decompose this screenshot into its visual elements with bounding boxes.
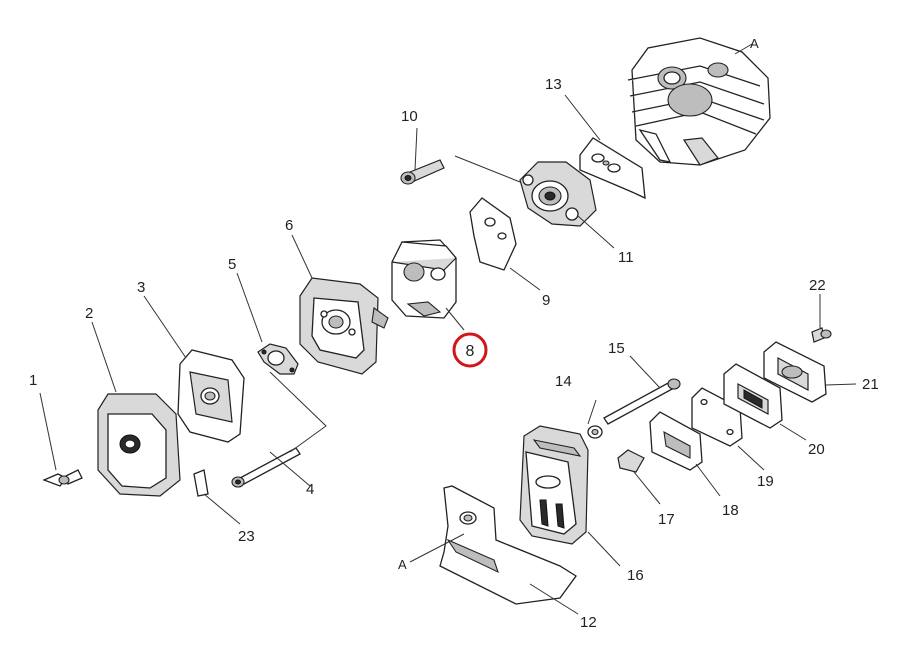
part-label-9[interactable]: 9: [542, 292, 550, 309]
part-label-4[interactable]: 4: [306, 481, 314, 498]
gasket-12-icon: [579, 137, 646, 200]
filter-mount-plate-5-icon: [257, 343, 299, 375]
exhaust-flange-20-icon: [723, 363, 783, 429]
part-label-23[interactable]: 23: [238, 528, 255, 545]
muffler-gasket-18-icon: [649, 411, 703, 471]
air-filter-3-icon: [177, 349, 245, 443]
part-label-5[interactable]: 5: [228, 256, 236, 273]
part-label-6[interactable]: 6: [285, 217, 293, 234]
heat-shield-13-icon: [439, 485, 577, 605]
washer-15-icon: [587, 425, 603, 439]
leader-lines: [39, 43, 857, 615]
intake-manifold-11-icon: [519, 161, 597, 227]
filter-foam-23-icon: [193, 469, 209, 497]
air-filter-base-6-icon: [299, 277, 389, 375]
screw-22-icon: [811, 327, 832, 343]
part-label-10[interactable]: 10: [401, 108, 418, 125]
long-bolt-16-icon: [603, 378, 681, 425]
cylinder-icon: [627, 37, 771, 166]
exhaust-plate-21-icon: [763, 341, 827, 403]
part-label-19[interactable]: 19: [757, 473, 774, 490]
part-label-1[interactable]: 1: [29, 372, 37, 389]
part-label-11[interactable]: 11: [618, 249, 634, 266]
ref-label-a-top: A: [750, 36, 759, 51]
part-label-14[interactable]: 16: [627, 567, 644, 584]
spark-screen-17-icon: [617, 449, 645, 473]
part-label-20[interactable]: 20: [808, 441, 825, 458]
insulator-gasket-9-icon: [469, 197, 517, 271]
ref-label-a-bottom: A: [398, 557, 407, 572]
muffler-14-icon: [519, 425, 589, 545]
air-filter-cover-2-icon: [97, 393, 181, 497]
highlight-part-8[interactable]: 8: [452, 332, 488, 368]
part-label-18[interactable]: 18: [722, 502, 739, 519]
part-label-3[interactable]: 3: [137, 279, 145, 296]
part-label-13[interactable]: 12: [580, 614, 597, 631]
highlight-ring: [452, 332, 488, 368]
long-bolt-4-icon: [231, 447, 301, 488]
part-label-22[interactable]: 22: [809, 277, 826, 294]
part-label-17[interactable]: 17: [658, 511, 675, 528]
wing-nut-1-icon: [42, 469, 83, 487]
carburetor-8-icon: [391, 239, 457, 319]
part-label-8[interactable]: 8: [466, 343, 475, 360]
part-label-16[interactable]: 15: [608, 340, 625, 357]
part-labels: A 13 10 11 6 5 9 3 2 1 22 15 14 21 20 19…: [29, 36, 879, 631]
part-label-12[interactable]: 13: [545, 76, 562, 93]
part-label-2[interactable]: 2: [85, 305, 93, 322]
part-label-15[interactable]: 14: [555, 373, 572, 390]
part-label-21[interactable]: 21: [862, 376, 879, 393]
screw-10-icon: [400, 159, 445, 185]
